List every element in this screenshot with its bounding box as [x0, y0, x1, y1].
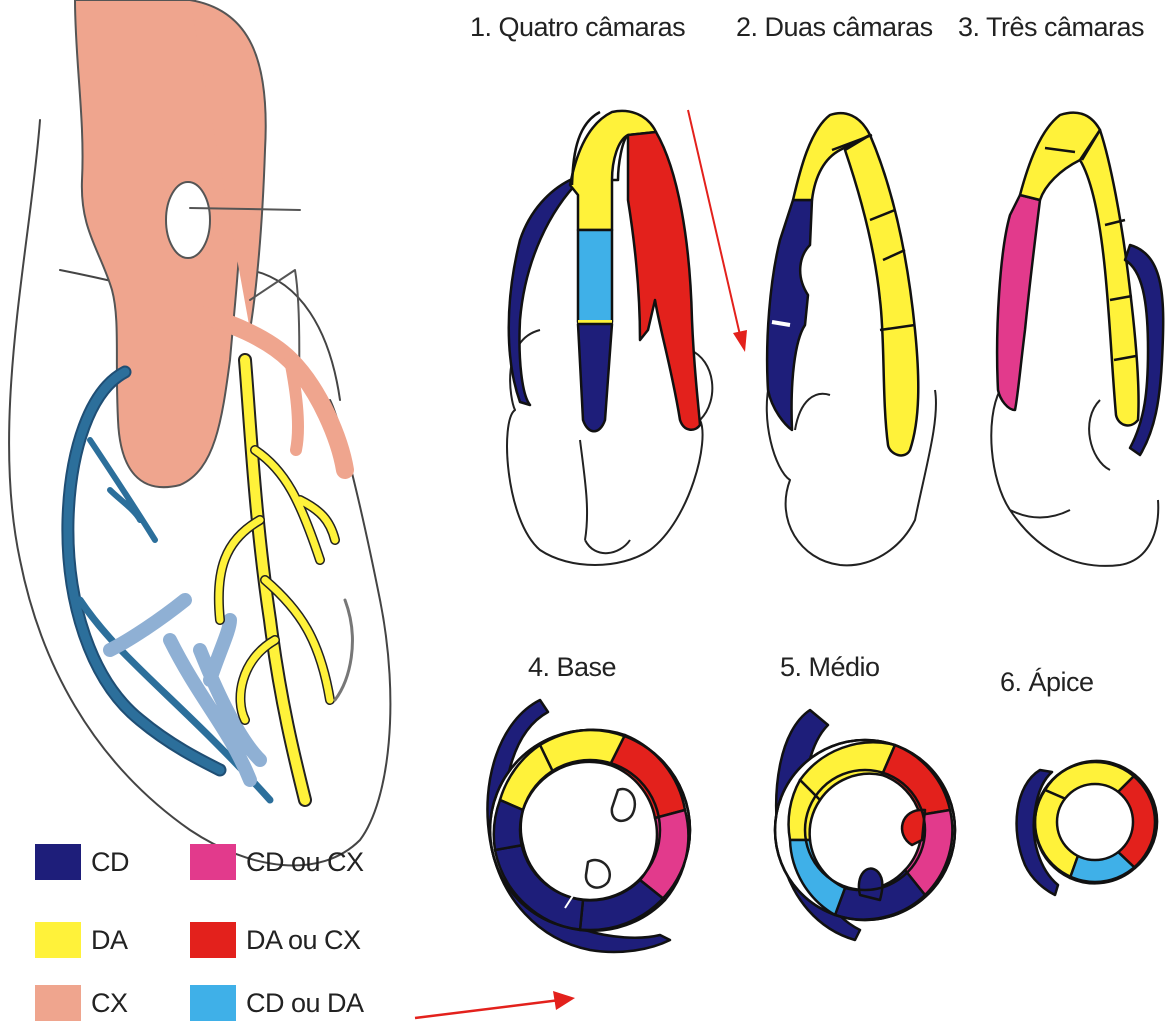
title-two-chamber: 2. Duas câmaras	[736, 12, 933, 43]
legend-label-da: DA	[91, 925, 128, 956]
legend-swatch-cd-ou-cx	[190, 844, 236, 880]
view-apex	[1017, 761, 1158, 895]
two-chamber-inferior	[767, 200, 812, 430]
three-chamber-lateral	[1080, 130, 1139, 425]
legend-label-cx: CX	[91, 988, 128, 1019]
title-four-chamber: 1. Quatro câmaras	[470, 12, 685, 43]
legend-label-cd-ou-da: CD ou DA	[246, 988, 364, 1019]
legend-swatch-da	[35, 922, 81, 958]
legend-item-cd-ou-da: CD ou DA	[190, 985, 364, 1021]
legend-label-cd-ou-cx: CD ou CX	[246, 847, 364, 878]
heart-illustration	[9, 0, 390, 865]
title-three-chamber: 3. Três câmaras	[958, 12, 1144, 43]
two-chamber-anterior	[845, 135, 918, 455]
base-papillary-2	[586, 860, 610, 888]
legend-swatch-da-ou-cx	[190, 922, 236, 958]
four-chamber-rca-lateral	[509, 180, 580, 405]
four-chamber-septum-mid	[578, 230, 612, 322]
view-four-chamber	[507, 111, 712, 565]
title-apex: 6. Ápice	[1000, 667, 1094, 698]
legend-label-da-ou-cx: DA ou CX	[246, 925, 361, 956]
legend-swatch-cx	[35, 985, 81, 1021]
legend-swatch-cd	[35, 844, 81, 880]
title-mid: 5. Médio	[780, 652, 880, 683]
four-chamber-septum-base	[578, 324, 612, 431]
four-chamber-lateral	[628, 132, 700, 430]
legend-item-da: DA	[35, 922, 128, 958]
title-base: 4. Base	[528, 652, 616, 683]
view-three-chamber	[991, 113, 1163, 566]
legend-item-da-ou-cx: DA ou CX	[190, 922, 361, 958]
arch-opening	[166, 182, 210, 258]
legend-item-cd-ou-cx: CD ou CX	[190, 844, 364, 880]
arrow-four-to-two	[688, 110, 740, 335]
view-two-chamber	[767, 113, 936, 565]
legend-label-cd: CD	[91, 847, 129, 878]
legend-item-cd: CD	[35, 844, 129, 880]
view-mid	[775, 710, 955, 940]
legend-item-cx: CX	[35, 985, 128, 1021]
arrow-legend-to-base	[415, 1000, 560, 1018]
three-chamber-septal	[997, 195, 1040, 410]
legend-swatch-cd-ou-da	[190, 985, 236, 1021]
mid-papillary-inferior	[859, 869, 882, 900]
view-base	[487, 700, 690, 952]
